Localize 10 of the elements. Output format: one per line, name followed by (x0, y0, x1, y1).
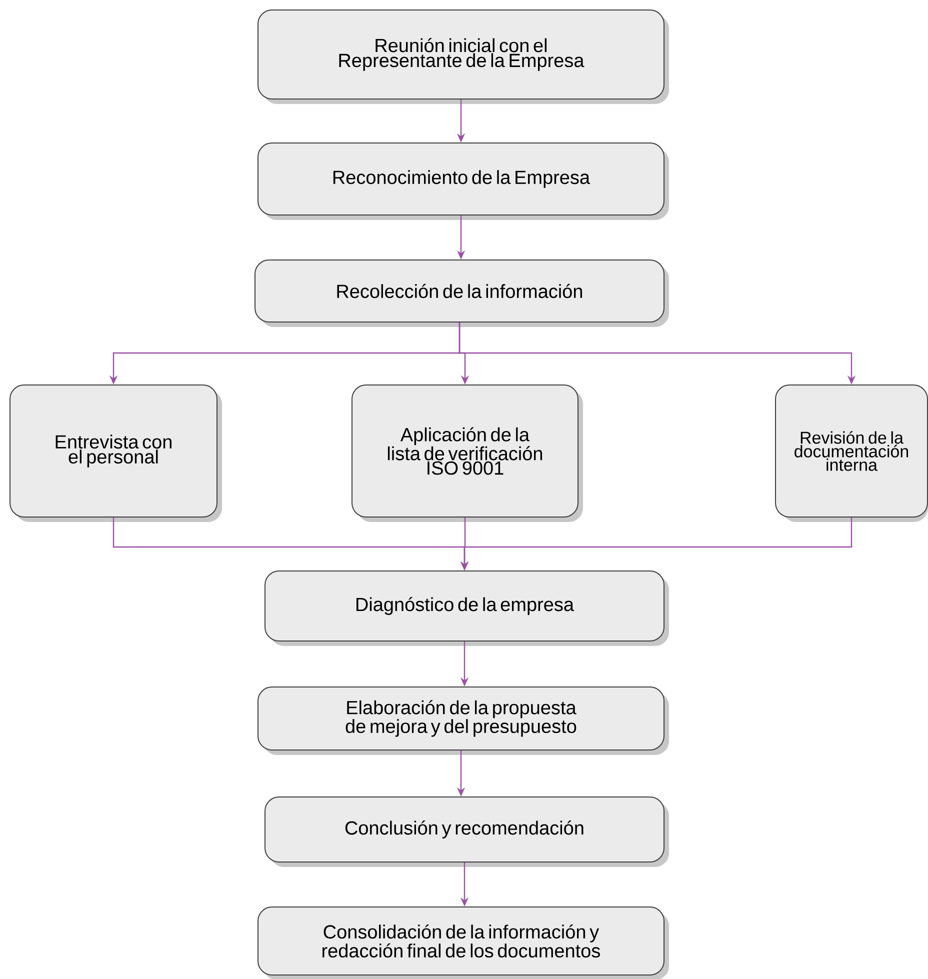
process-box: Consolidación de la información y redacción final de los documentos (258, 906, 669, 979)
process-box: Diagnóstico de la empresa (264, 570, 669, 646)
process-box: Elaboración de la propuesta de mejora y del presupuesto (258, 686, 669, 755)
process-box: Reconocimiento de la Empresa (258, 142, 669, 220)
process-box: Conclusión y recomendación (264, 796, 669, 867)
process-box: Entrevista con el personal (10, 384, 222, 522)
process-box: Recolección de la información (254, 260, 669, 327)
process-box: Aplicación de la lista de verificación ISO 9001 (352, 384, 583, 522)
process-box: Revisión de la documentación interna (775, 384, 928, 522)
process-box: Reunión inicial con el Representante de la Empresa (258, 10, 669, 104)
